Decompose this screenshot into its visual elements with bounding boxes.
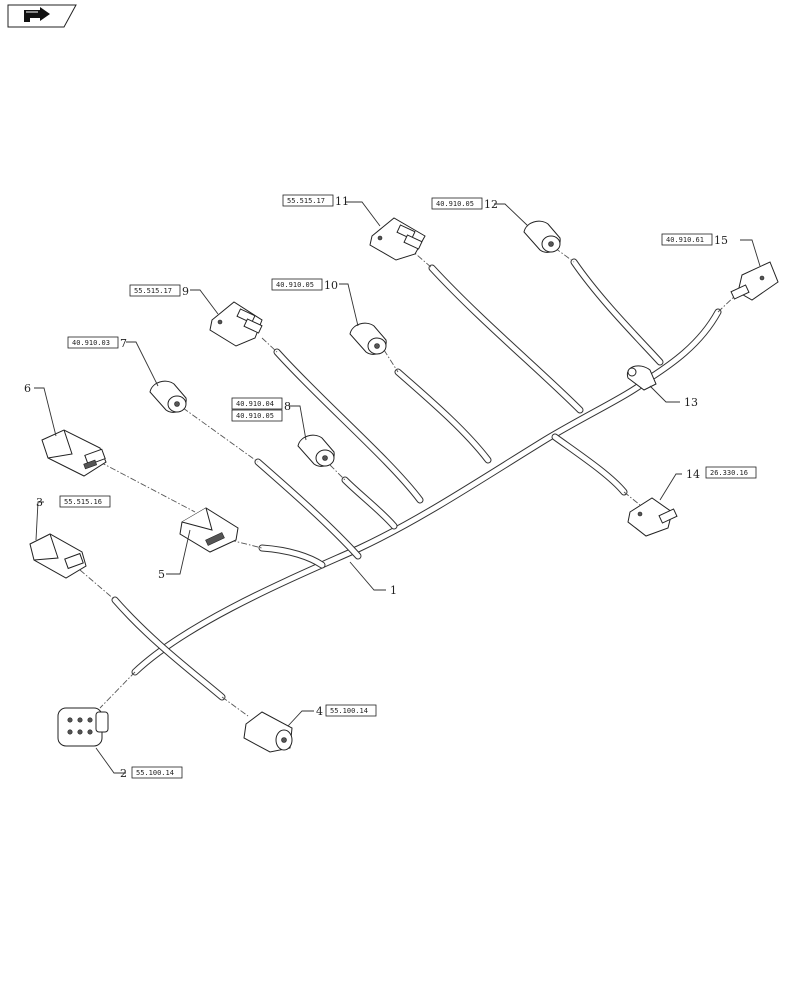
connector-10[interactable] (349, 322, 387, 355)
callout-10: 40.910.05 10 (271, 278, 338, 292)
callout-11: 55.515.17 11 (282, 194, 349, 208)
callout-number: 9 (182, 285, 189, 298)
ref-text: 55.515.17 (287, 197, 325, 205)
callout-3: 3 55.515.16 (36, 495, 111, 509)
clip-13[interactable] (626, 365, 657, 391)
callout-number: 2 (120, 767, 127, 780)
connection-paths (79, 247, 739, 717)
ref-box[interactable] (67, 336, 119, 349)
callout-13: 13 (684, 396, 698, 409)
callout-5: 5 (158, 568, 165, 581)
nav-button[interactable] (7, 4, 77, 28)
connector-7[interactable] (149, 380, 187, 413)
callout-number: 12 (484, 198, 498, 211)
ref-box[interactable] (282, 194, 334, 207)
callout-9: 55.515.17 9 (129, 284, 189, 298)
callout-number: 6 (24, 382, 31, 395)
callout-number: 11 (335, 195, 349, 208)
ref-box[interactable] (325, 704, 377, 717)
connector-12[interactable] (523, 220, 561, 253)
ref-text: 55.515.16 (64, 498, 102, 506)
callout-7: 40.910.03 7 (67, 336, 127, 350)
ref-text: 40.910.04 (236, 400, 274, 408)
ref-text: 26.330.16 (710, 469, 748, 477)
ref-box[interactable] (231, 397, 283, 410)
connector-5[interactable] (179, 507, 239, 553)
ref-text: 40.910.03 (72, 339, 110, 347)
callout-number: 3 (36, 496, 43, 509)
connector-6[interactable] (41, 429, 107, 477)
callout-number: 8 (284, 400, 291, 413)
callout-number: 4 (316, 705, 323, 718)
callout-number: 7 (120, 337, 127, 350)
ref-text: 55.515.17 (134, 287, 172, 295)
ref-box[interactable] (59, 495, 111, 508)
ref-box[interactable] (129, 284, 181, 297)
ref-text: 55.100.14 (136, 769, 174, 777)
connector-14[interactable] (627, 497, 678, 537)
callout-14: 14 26.330.16 (686, 466, 757, 481)
connector-8[interactable] (297, 434, 335, 467)
ref-box[interactable] (131, 766, 183, 779)
ref-box[interactable] (431, 197, 483, 210)
callout-number: 14 (686, 468, 700, 481)
arrow-right-hand-icon (24, 7, 50, 22)
callout-12: 40.910.05 12 (431, 197, 498, 211)
leader-lines (34, 201, 761, 774)
callout-4: 4 55.100.14 (316, 704, 377, 718)
callout-6: 6 (24, 382, 31, 395)
connector-3[interactable] (29, 533, 87, 579)
callout-8: 40.910.04 40.910.05 8 (231, 397, 291, 422)
harness-wires (111, 258, 722, 701)
ref-text: 55.100.14 (330, 707, 368, 715)
ref-text: 40.910.05 (436, 200, 474, 208)
ref-text: 40.910.61 (666, 236, 704, 244)
ref-box[interactable] (705, 466, 757, 479)
callout-number: 5 (158, 568, 165, 581)
ref-box[interactable] (271, 278, 323, 291)
callout-number: 15 (714, 234, 728, 247)
callout-15: 40.910.61 15 (661, 233, 728, 247)
connector-11[interactable] (369, 217, 426, 261)
connector-4[interactable] (243, 711, 293, 753)
callout-number: 1 (390, 584, 397, 597)
ref-text-2: 40.910.05 (236, 412, 274, 420)
callout-1: 1 (390, 584, 397, 597)
connector-15[interactable] (730, 261, 779, 301)
callout-2: 2 55.100.14 (120, 766, 183, 780)
callout-number: 10 (324, 279, 338, 292)
callout-number: 13 (684, 396, 698, 409)
connector-9[interactable] (209, 301, 263, 347)
ref-box-2[interactable] (231, 409, 283, 422)
connector-2[interactable] (57, 707, 109, 747)
ref-box[interactable] (661, 233, 713, 246)
ref-text: 40.910.05 (276, 281, 314, 289)
